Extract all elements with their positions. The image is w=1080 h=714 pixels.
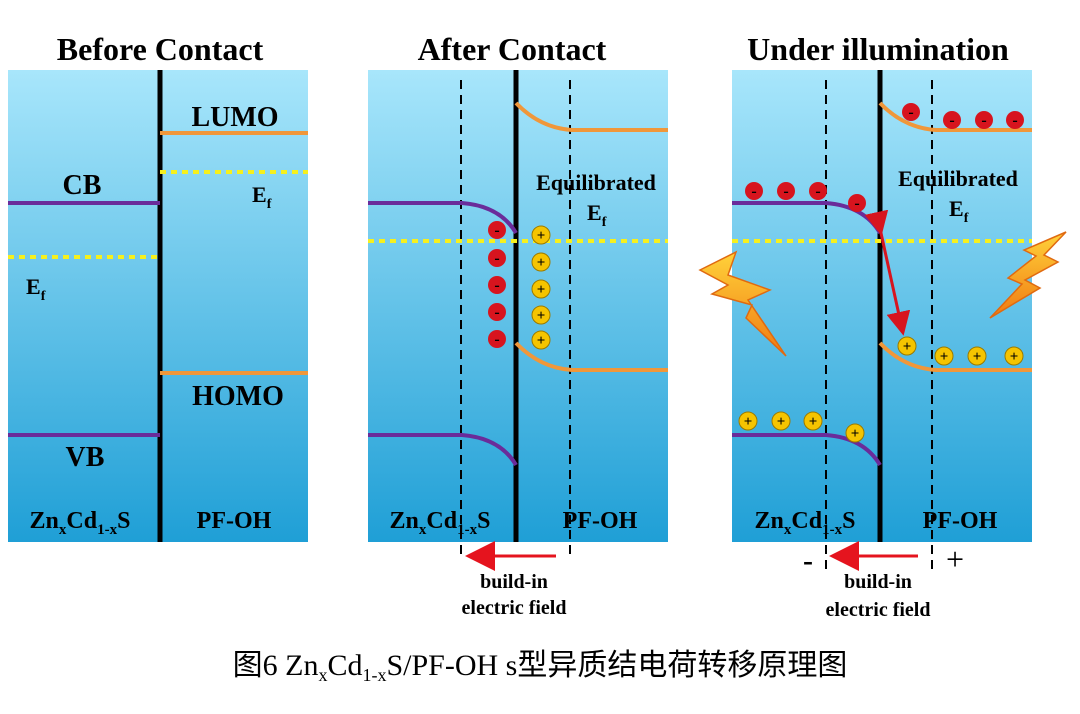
svg-text:+: + — [903, 339, 912, 355]
hole: + — [531, 252, 551, 272]
hole: + — [771, 411, 791, 431]
field-label-line1: build-in — [844, 571, 912, 593]
electron: - — [745, 182, 763, 200]
equilibrated-label: Equilibrated — [536, 170, 656, 195]
svg-text:-: - — [908, 104, 913, 121]
cb-band-bent — [368, 201, 518, 235]
figure-caption: 图6 ZnxCd1-xS/PF-OH s型异质结电荷转移原理图 — [232, 649, 848, 685]
svg-text:-: - — [494, 250, 499, 267]
svg-text:-: - — [783, 183, 788, 200]
hole: + — [531, 225, 551, 245]
left-material-label: ZnxCd1-xS — [755, 508, 856, 538]
homo-band-bent — [514, 341, 668, 372]
svg-text:-: - — [494, 277, 499, 294]
hole: + — [934, 346, 954, 366]
svg-text:+: + — [537, 308, 546, 324]
svg-text:+: + — [940, 349, 949, 365]
recombination-arrow — [864, 209, 911, 336]
homo-band-bent — [878, 341, 1032, 372]
lightning-right-icon — [989, 231, 1067, 319]
hole: + — [803, 411, 823, 431]
electron: - — [488, 303, 506, 321]
panel-under-illumination: Under illumination Equilibrated Ef - - -… — [698, 31, 1067, 621]
electron-charges: - - - - - — [488, 221, 506, 348]
svg-text:-: - — [815, 183, 820, 200]
svg-text:-: - — [494, 331, 499, 348]
electron: - — [488, 249, 506, 267]
panel-title: Under illumination — [747, 31, 1009, 67]
panel-after-contact: After Contact Equilibrated Ef - - - - - … — [368, 31, 668, 619]
hole: + — [897, 336, 917, 356]
electron: - — [488, 330, 506, 348]
svg-text:+: + — [1010, 349, 1019, 365]
field-label-line1: build-in — [480, 571, 548, 593]
hole-charges: + + + + + + + + — [738, 336, 1024, 443]
homo-label: HOMO — [192, 381, 284, 412]
svg-text:-: - — [949, 112, 954, 129]
svg-text:+: + — [851, 426, 860, 442]
electron: - — [809, 182, 827, 200]
electron: - — [1006, 111, 1024, 129]
ef-label: Ef — [587, 200, 607, 230]
field-label-line2: electric field — [826, 599, 931, 621]
svg-text:-: - — [981, 112, 986, 129]
electron: - — [975, 111, 993, 129]
electron: - — [943, 111, 961, 129]
svg-text:-: - — [494, 304, 499, 321]
svg-text:+: + — [537, 333, 546, 349]
electron: - — [777, 182, 795, 200]
hole: + — [967, 346, 987, 366]
panel-before-contact: Before Contact LUMO HOMO CB VB Ef Ef Znx… — [8, 31, 308, 542]
svg-text:+: + — [744, 414, 753, 430]
lumo-label: LUMO — [191, 102, 278, 133]
hole: + — [531, 305, 551, 325]
svg-text:-: - — [494, 222, 499, 239]
right-material-label: PF-OH — [197, 508, 272, 534]
minus-sign: - — [803, 544, 813, 577]
cb-label: CB — [63, 170, 102, 201]
ef-left-label: Ef — [26, 274, 46, 304]
right-material-label: PF-OH — [923, 508, 998, 534]
svg-text:+: + — [809, 414, 818, 430]
panel-title: Before Contact — [57, 31, 264, 67]
plus-sign: + — [946, 541, 964, 577]
electron: - — [488, 221, 506, 239]
lumo-band-bent — [878, 101, 1032, 132]
panel-title: After Contact — [418, 31, 607, 67]
vb-band-bent — [368, 433, 518, 467]
electron-charges: - - - - - - - - — [745, 103, 1024, 212]
svg-text:-: - — [1012, 112, 1017, 129]
svg-text:+: + — [537, 282, 546, 298]
lumo-band-bent — [514, 101, 668, 132]
svg-text:-: - — [751, 183, 756, 200]
svg-text:-: - — [854, 195, 859, 212]
svg-text:+: + — [537, 255, 546, 271]
electron: - — [848, 194, 866, 212]
hole: + — [1004, 346, 1024, 366]
equilibrated-label: Equilibrated — [898, 166, 1018, 191]
lightning-left-icon — [698, 250, 787, 357]
electron: - — [902, 103, 920, 121]
hole: + — [531, 279, 551, 299]
svg-text:+: + — [973, 349, 982, 365]
electron: - — [488, 276, 506, 294]
field-label-line2: electric field — [462, 597, 567, 619]
right-material-label: PF-OH — [563, 508, 638, 534]
ef-right-label: Ef — [252, 182, 272, 212]
hole: + — [738, 411, 758, 431]
left-material-label: ZnxCd1-xS — [30, 508, 131, 538]
left-material-label: ZnxCd1-xS — [390, 508, 491, 538]
vb-label: VB — [66, 442, 105, 473]
svg-text:+: + — [777, 414, 786, 430]
hole-charges: + + + + + — [531, 225, 551, 350]
hole: + — [531, 330, 551, 350]
svg-text:+: + — [537, 228, 546, 244]
ef-label: Ef — [949, 196, 969, 226]
hole: + — [845, 423, 865, 443]
